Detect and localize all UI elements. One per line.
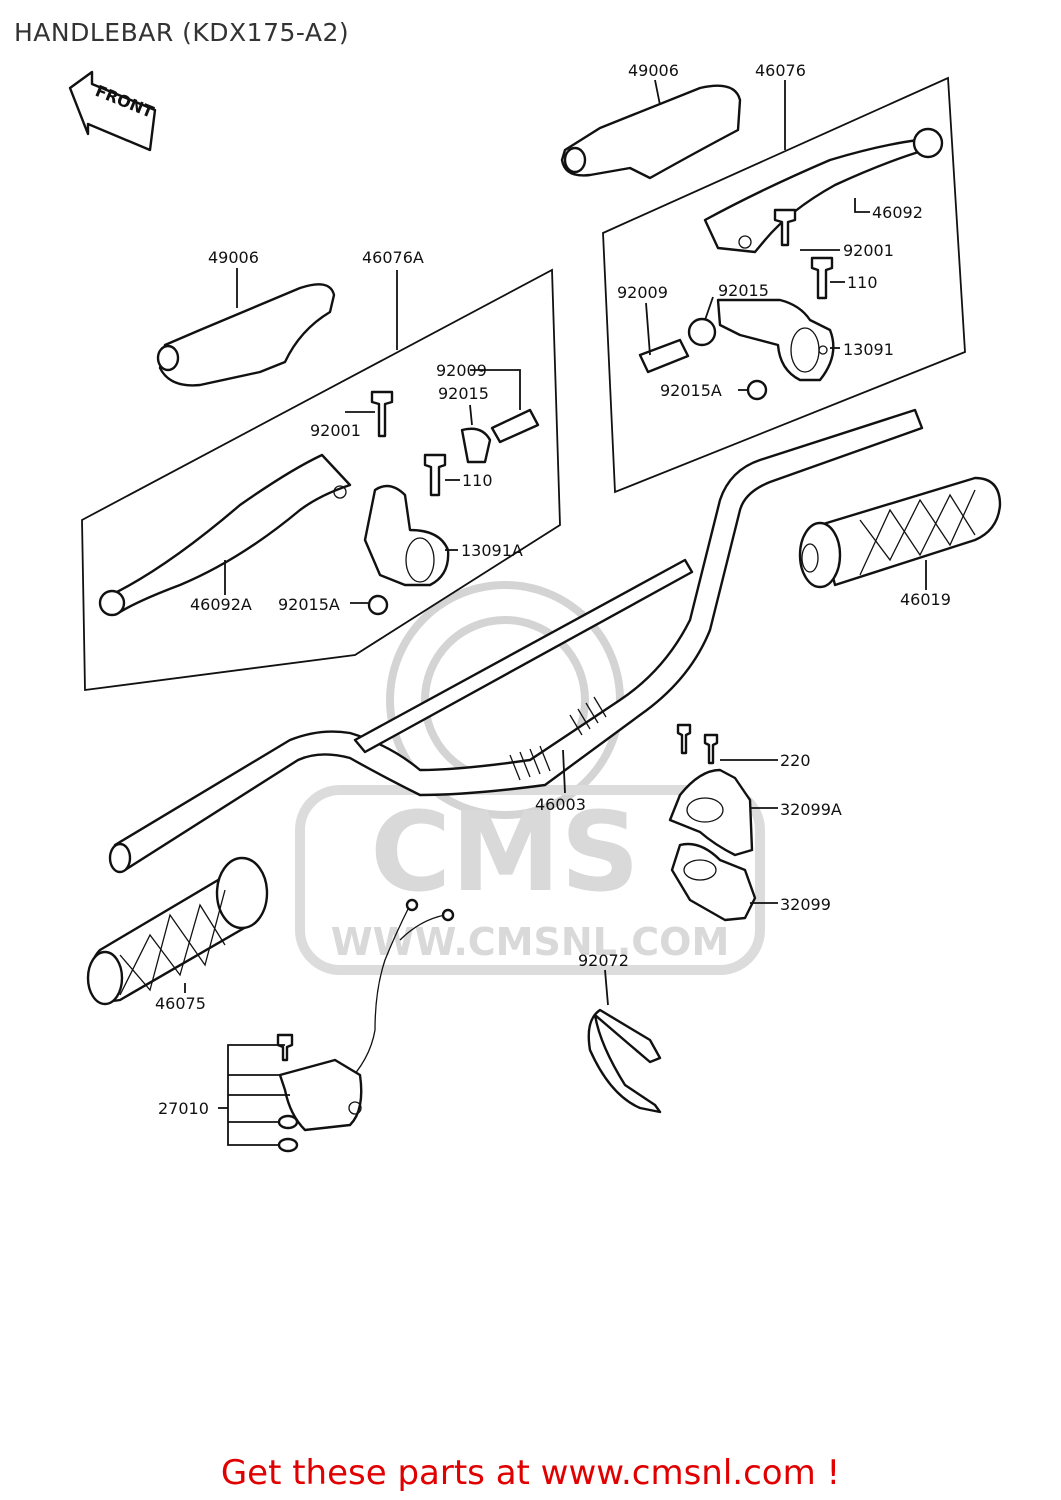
label-92072: 92072 [578,951,629,970]
right-lever [703,138,927,254]
right-grip [798,476,1002,589]
kill-switch [276,898,455,1153]
label-13091A: 13091A [461,541,523,560]
label-110-left: 110 [462,471,493,490]
footer-link[interactable]: Get these parts at www.cmsnl.com ! [220,1453,841,1493]
page-title: HANDLEBAR (KDX175-A2) [14,18,350,47]
label-92001-left: 92001 [310,421,361,440]
label-92015A-left: 92015A [278,595,340,614]
front-arrow-icon: FRONT [68,70,156,152]
right-lever-panel [560,76,966,494]
label-13091: 13091 [843,340,894,359]
left-grip [86,856,269,1006]
watermark-url: WWW.CMSNL.COM [331,920,730,964]
handlebar-tube [108,408,924,874]
label-46003: 46003 [535,795,586,814]
label-46092A: 46092A [190,595,252,614]
label-49006-right: 49006 [628,61,679,80]
label-92009-left: 92009 [436,361,487,380]
label-49006-left: 49006 [208,248,259,267]
label-92009-right: 92009 [617,283,668,302]
watermark-brand: CMS [370,788,639,916]
label-46075: 46075 [155,994,206,1013]
label-220: 220 [780,751,811,770]
leader-lines [184,79,927,1146]
label-110-right: 110 [847,273,878,292]
label-46076A: 46076A [362,248,424,267]
cable-band [587,1008,662,1114]
left-lever-panel [81,268,561,692]
part-labels: 49006 46076 46092 92001 110 92009 92015 … [155,61,951,1118]
left-lever-bracket [363,484,450,587]
label-92015-right: 92015 [718,281,769,300]
label-46076: 46076 [755,61,806,80]
label-92001-right: 92001 [843,241,894,260]
left-lever-cover [158,283,336,387]
left-lever [113,453,352,614]
right-lever-bracket [716,298,835,382]
label-46019: 46019 [900,590,951,609]
handlebar-clamps [668,723,757,922]
label-32099A: 32099A [780,800,842,819]
label-27010: 27010 [158,1099,209,1118]
label-92015-left: 92015 [438,384,489,403]
right-lever-cover [560,84,742,180]
label-32099: 32099 [780,895,831,914]
label-92015A-right: 92015A [660,381,722,400]
label-46092: 46092 [872,203,923,222]
